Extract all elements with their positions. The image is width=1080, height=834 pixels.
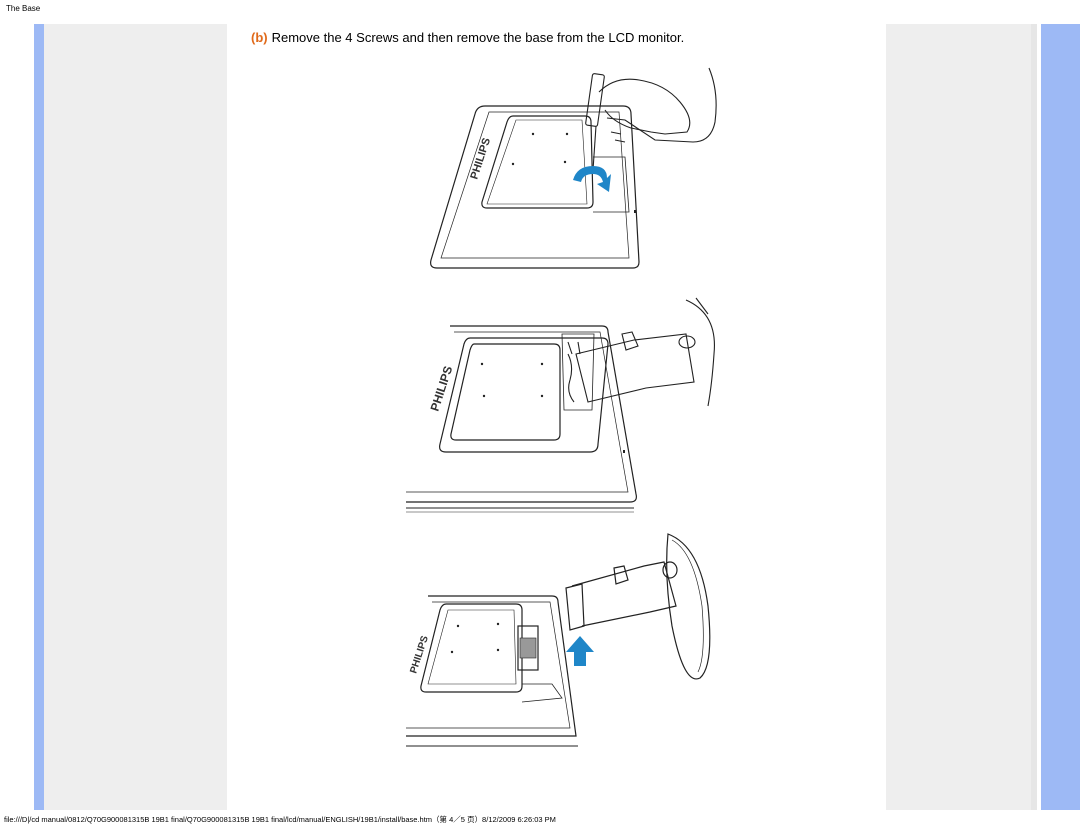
brand-logo-2: PHILIPS	[428, 364, 456, 413]
right-side-panel	[886, 24, 1031, 810]
illustration-remove-neck: PHILIPS	[406, 297, 715, 513]
step-instruction: (b)Remove the 4 Screws and then remove t…	[251, 30, 684, 45]
footer-file-path: file:///D|/cd manual/0812/Q70G900081315B…	[4, 815, 556, 824]
page-title: The Base	[6, 4, 41, 13]
left-side-panel	[44, 24, 227, 810]
left-accent-bar	[34, 24, 44, 810]
right-accent-bar	[1041, 24, 1080, 810]
right-divider	[1031, 24, 1037, 810]
brand-logo-1: PHILIPS	[468, 137, 493, 181]
step-label: (b)	[251, 30, 268, 45]
brand-logo-3: PHILIPS	[408, 634, 431, 675]
illustration-base-removed: PHILIPS	[406, 533, 711, 747]
illustration-remove-screws: PHILIPS	[430, 67, 717, 269]
step-text: Remove the 4 Screws and then remove the …	[271, 30, 685, 45]
